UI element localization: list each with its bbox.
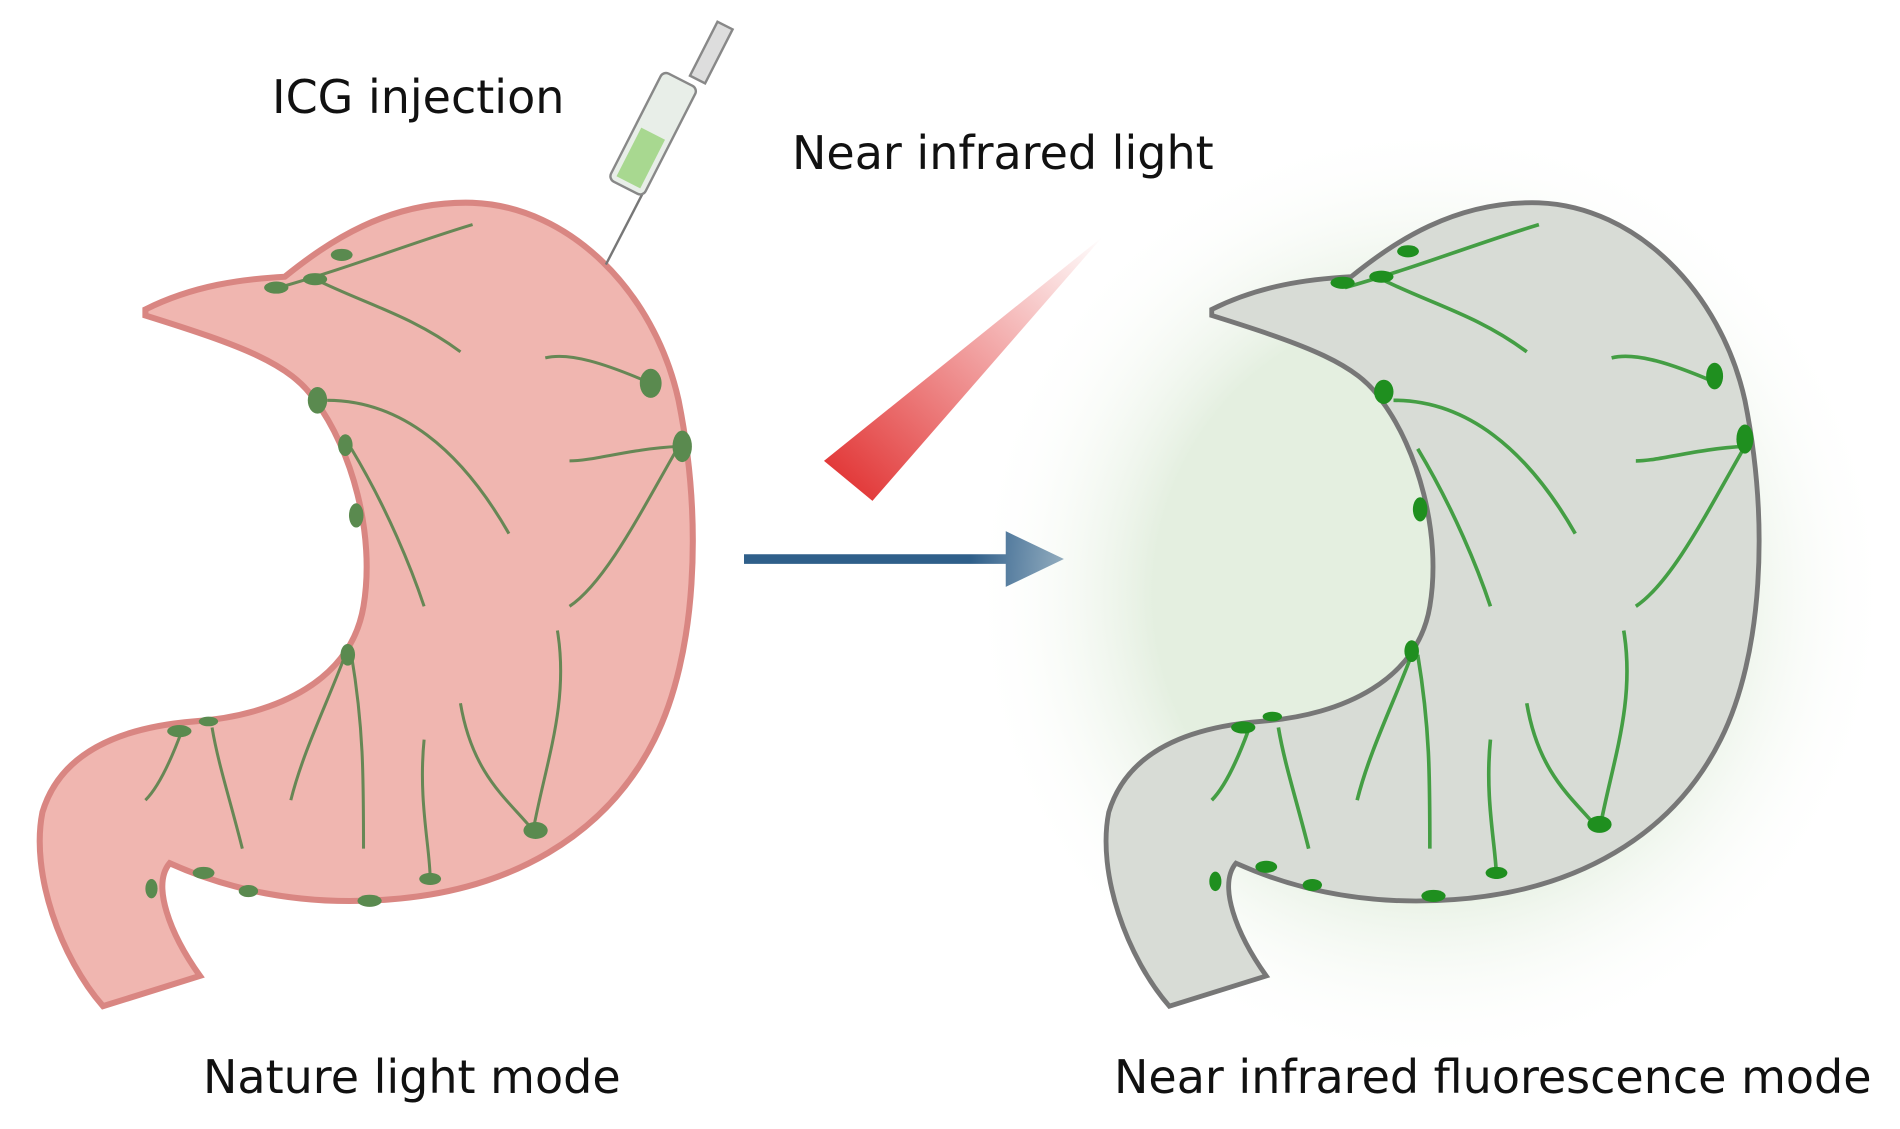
stomach-natural-light [40, 203, 693, 1006]
fluorescent-lymph-nodes [1209, 245, 1754, 902]
fluorescence-mode-label: Near infrared fluorescence mode [1114, 1050, 1872, 1104]
near-infrared-light-label: Near infrared light [792, 126, 1214, 180]
lymph-nodes [145, 248, 692, 907]
syringe-icon [604, 20, 735, 266]
nature-light-mode-label: Nature light mode [203, 1050, 621, 1104]
lymphatic-vessels [144, 223, 680, 879]
fluorescent-vessels [1210, 222, 1747, 879]
stomach-fluorescence [969, 121, 1891, 1067]
icg-injection-label: ICG injection [272, 70, 565, 124]
near-infrared-beam [823, 236, 1103, 501]
